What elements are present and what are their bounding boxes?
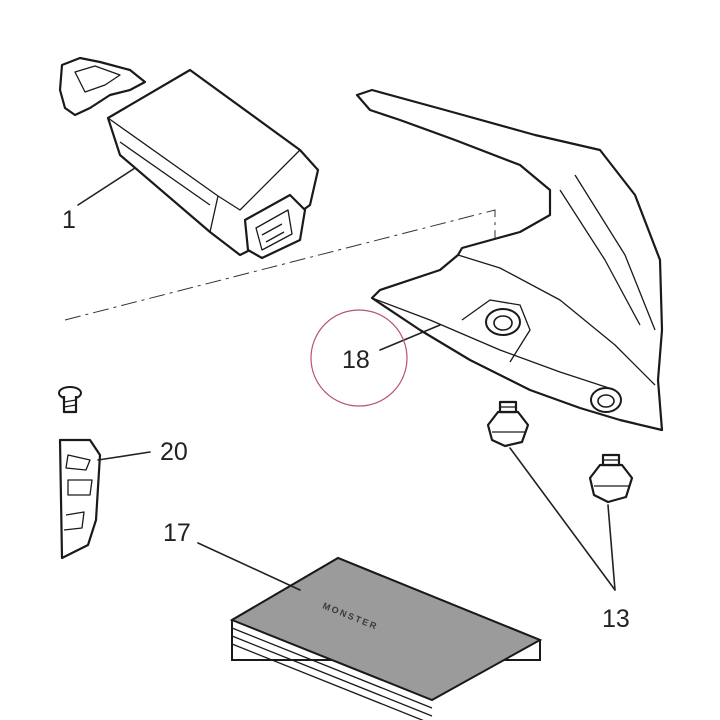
leader-line-17 bbox=[197, 542, 301, 591]
mounting-hole-lower bbox=[590, 387, 622, 413]
leader-line-1 bbox=[77, 167, 136, 206]
callout-1: 1 bbox=[62, 206, 76, 234]
leader-line-18 bbox=[379, 324, 441, 351]
screw-part-left bbox=[58, 386, 82, 414]
callout-18: 18 bbox=[342, 346, 370, 374]
control-unit-part-1 bbox=[106, 68, 320, 260]
leader-line-13-b bbox=[607, 504, 616, 591]
bracket-part-20 bbox=[58, 438, 102, 560]
fastener-part-13-right bbox=[588, 453, 634, 504]
callout-20: 20 bbox=[160, 438, 188, 466]
owners-manual-part-17: MONSTER bbox=[229, 556, 543, 720]
leader-line-20 bbox=[97, 451, 151, 461]
highlight-circle-18 bbox=[310, 309, 408, 407]
mounting-hole-upper bbox=[485, 308, 521, 336]
leader-line-13-a bbox=[509, 447, 616, 591]
callout-17: 17 bbox=[163, 519, 191, 547]
partial-bracket-top bbox=[58, 56, 147, 117]
fastener-part-13-left bbox=[486, 400, 530, 448]
callout-13: 13 bbox=[602, 605, 630, 633]
side-cover-part-18 bbox=[355, 88, 664, 432]
